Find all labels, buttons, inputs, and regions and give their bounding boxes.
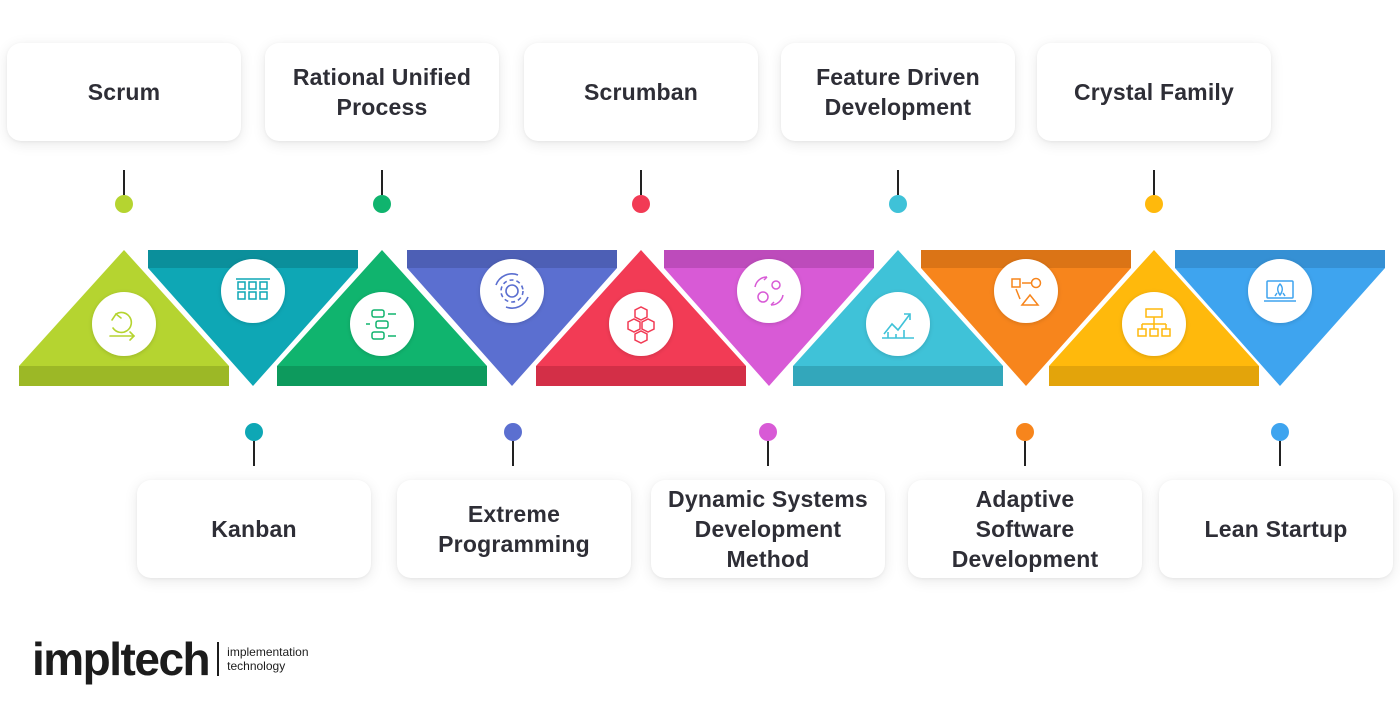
connector-dsdm (759, 423, 777, 466)
method-card-scrumban: Scrumban (524, 43, 758, 141)
connector-dot (889, 195, 907, 213)
brand-name: impltech (32, 633, 211, 685)
rocket-laptop-icon (1248, 259, 1312, 323)
hierarchy-icon (1122, 292, 1186, 356)
connector-lean-startup (1271, 423, 1289, 466)
method-card-kanban: Kanban (137, 480, 371, 578)
connector-dot (632, 195, 650, 213)
method-card-adaptive-software-development: Adaptive Software Development (908, 480, 1142, 578)
connector-dot (1016, 423, 1034, 441)
method-label: Scrum (87, 79, 161, 105)
connector-scrumban (632, 170, 650, 213)
connector-dot (245, 423, 263, 441)
method-card-scrum: Scrum (7, 43, 241, 141)
method-label: Feature Driven Development (816, 64, 980, 120)
method-label: Adaptive Software Development (951, 486, 1099, 572)
sprint-cycle-icon (92, 292, 156, 356)
method-label: Crystal Family (1073, 79, 1235, 105)
connector-crystal-family (1145, 170, 1163, 213)
shapes-icon (994, 259, 1058, 323)
cubes-icon (609, 292, 673, 356)
kanban-board-icon (221, 259, 285, 323)
brand-tagline: implementation technology (227, 645, 309, 673)
dynamic-gears-icon (737, 259, 801, 323)
method-label: Rational Unified Process (292, 64, 472, 120)
method-label: Lean Startup (1204, 516, 1348, 542)
process-flow-icon (350, 292, 414, 356)
connector-scrum (115, 170, 133, 213)
connector-dot (1145, 195, 1163, 213)
method-label: Scrumban (583, 79, 699, 105)
method-card-crystal-family: Crystal Family (1037, 43, 1271, 141)
brand-logo: impltech implementation technology (32, 634, 309, 684)
gear-cycle-icon (480, 259, 544, 323)
connector-dot (504, 423, 522, 441)
connector-adaptive-software-development (1016, 423, 1034, 466)
method-card-lean-startup: Lean Startup (1159, 480, 1393, 578)
method-label: Extreme Programming (438, 501, 590, 557)
connector-dot (759, 423, 777, 441)
connector-dot (115, 195, 133, 213)
method-label: Dynamic Systems Development Method (668, 486, 868, 572)
method-card-extreme-programming: Extreme Programming (397, 480, 631, 578)
connector-dot (1271, 423, 1289, 441)
method-card-feature-driven-development: Feature Driven Development (781, 43, 1015, 141)
connector-feature-driven-development (889, 170, 907, 213)
method-label: Kanban (211, 516, 297, 542)
brand-divider (217, 642, 220, 676)
growth-chart-icon (866, 292, 930, 356)
connector-dot (373, 195, 391, 213)
connector-extreme-programming (504, 423, 522, 466)
method-card-rational-unified-process: Rational Unified Process (265, 43, 499, 141)
connector-kanban (245, 423, 263, 466)
method-card-dsdm: Dynamic Systems Development Method (651, 480, 885, 578)
connector-rational-unified-process (373, 170, 391, 213)
